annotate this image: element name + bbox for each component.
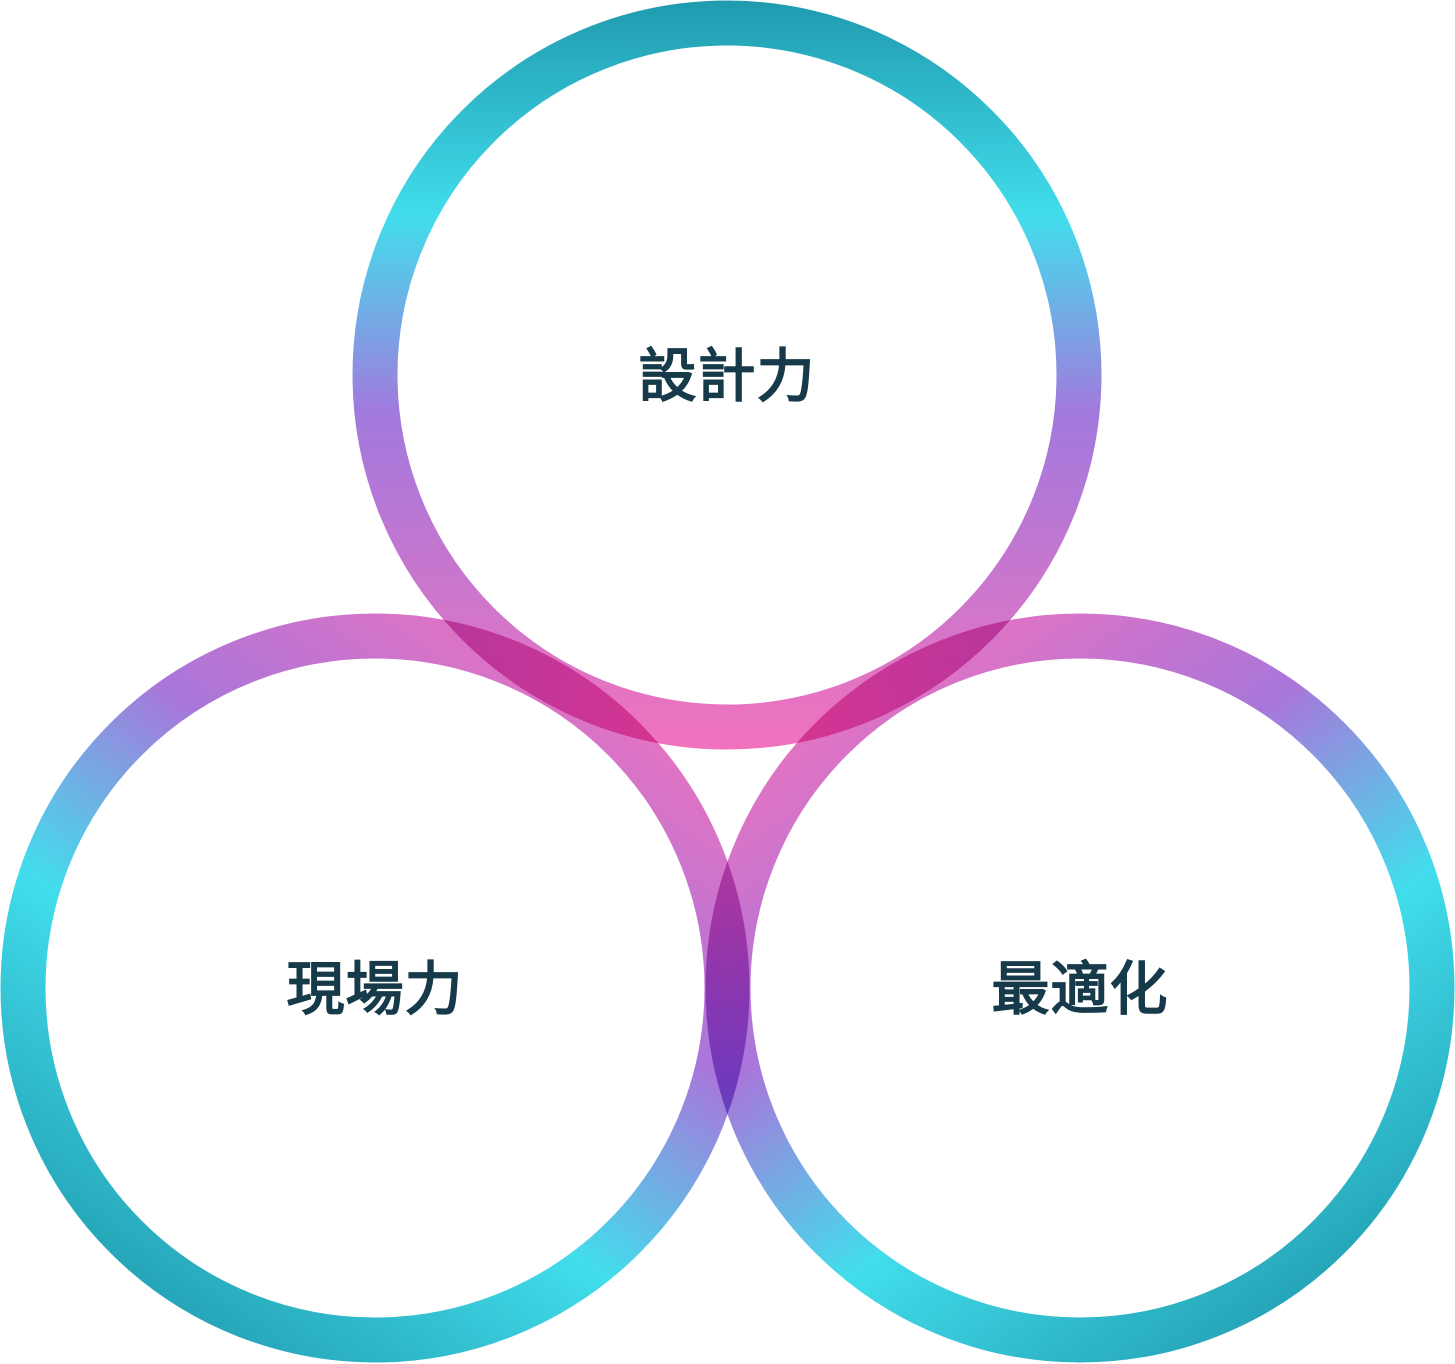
bottom-left-circle-label: 現場力 (286, 955, 463, 1023)
bottom-right-circle-label: 最適化 (991, 955, 1168, 1023)
bottom-right-circle-ring (705, 613, 1455, 1363)
top-circle-label: 設計力 (638, 342, 815, 410)
top-circle-ring (352, 0, 1102, 750)
